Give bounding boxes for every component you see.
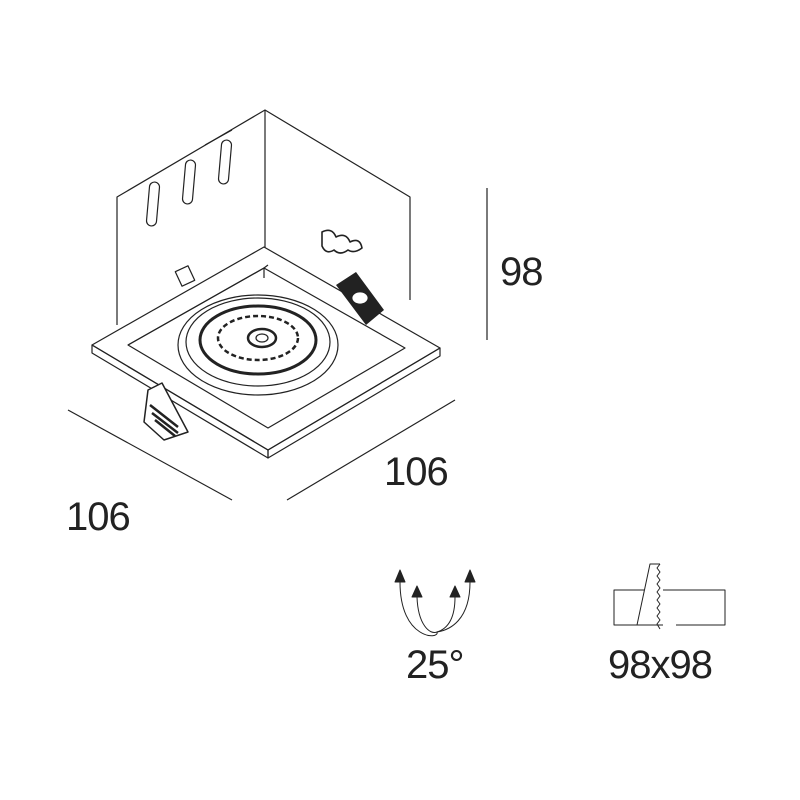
- cutout-label: 98x98: [608, 643, 713, 687]
- spring-clip-left: [143, 265, 196, 441]
- beam-angle-label: 25°: [406, 643, 464, 687]
- right-width-label: 106: [384, 450, 449, 494]
- height-label: 98: [500, 250, 543, 294]
- flange: [91, 246, 441, 459]
- left-width-dimension-line: [67, 409, 233, 501]
- lens: [177, 294, 339, 396]
- right-width-dimension-line: [286, 399, 456, 501]
- spring-clip-right: [321, 229, 384, 325]
- left-width-label: 106: [66, 495, 131, 539]
- beam-angle-icon: [394, 569, 476, 637]
- cutout-icon: [613, 563, 726, 630]
- housing-box: [116, 109, 411, 325]
